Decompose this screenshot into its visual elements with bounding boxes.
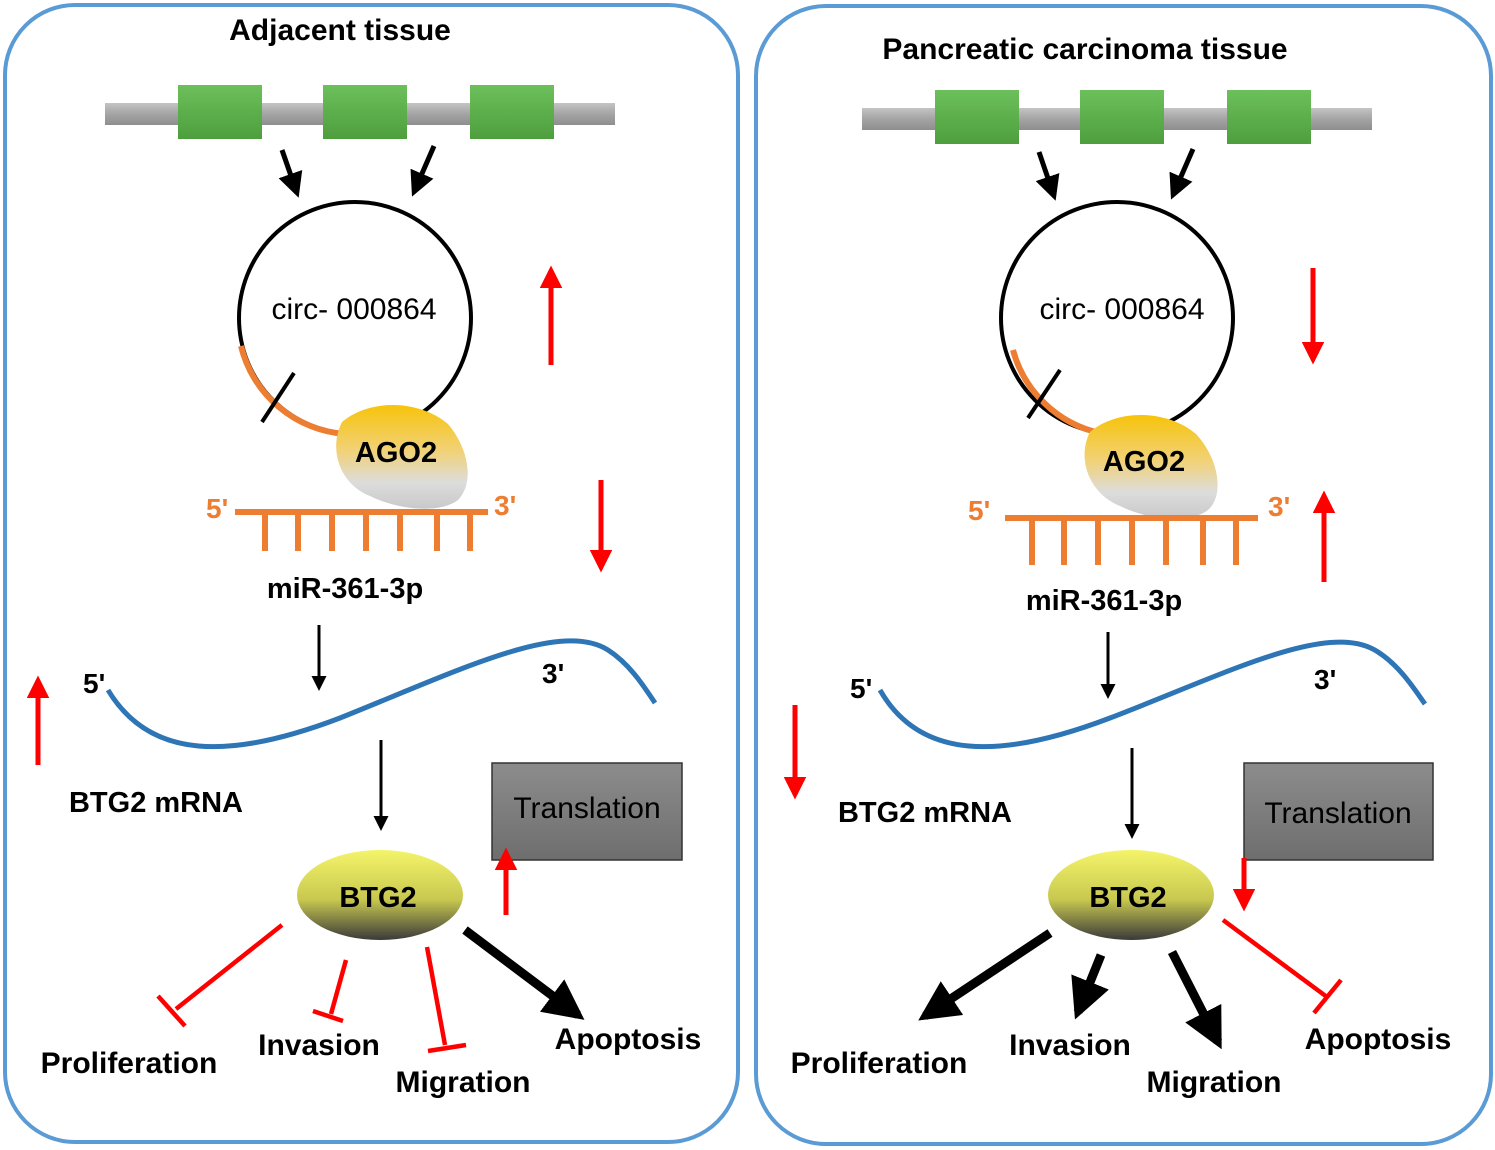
outcome-migration: Migration — [396, 1066, 531, 1099]
panel-pancreatic-carcinoma-tissue: Pancreatic carcinoma tissue circ- 000864… — [754, 4, 1493, 1146]
mirna-binding-region — [1010, 349, 1101, 436]
mrna-5prime: 5' — [83, 668, 105, 699]
outcome-migration: Migration — [1147, 1066, 1282, 1099]
promote-migration — [1167, 949, 1223, 1050]
outcome-invasion: Invasion — [1009, 1029, 1131, 1062]
exon-3 — [470, 85, 554, 139]
binding-mark — [1026, 368, 1062, 420]
mirna-strand — [1005, 515, 1258, 565]
promote-invasion — [1071, 953, 1109, 1020]
exon-3 — [1227, 90, 1311, 144]
mrna-3prime: 3' — [1314, 664, 1336, 695]
circrna-label: circ- 000864 — [1039, 293, 1204, 326]
btg2-protein — [1048, 850, 1214, 940]
mirna-label: miR-361-3p — [1026, 585, 1182, 617]
btg2-protein — [297, 850, 463, 940]
splice-arrow-right — [410, 145, 437, 197]
mirna-3prime: 3' — [494, 490, 516, 521]
translation-label: Translation — [513, 792, 660, 825]
mirna-binding-region — [238, 345, 346, 437]
mirna-strand — [235, 509, 488, 551]
btg2-label: BTG2 — [1089, 882, 1166, 914]
promote-apoptosis — [462, 926, 585, 1020]
panel-title: Pancreatic carcinoma tissue — [882, 33, 1287, 66]
ago2-label: AGO2 — [355, 437, 437, 469]
gene-structure — [105, 85, 615, 139]
ago2-protein — [1084, 414, 1218, 519]
panel-title: Adjacent tissue — [229, 14, 451, 47]
outcome-proliferation: Proliferation — [41, 1047, 218, 1080]
mirna-3prime: 3' — [1268, 491, 1290, 522]
promote-proliferation — [918, 929, 1053, 1021]
splice-arrow-left — [1035, 151, 1060, 201]
mrna-5prime: 5' — [850, 673, 872, 704]
translation-box — [491, 762, 683, 861]
outcome-apoptosis: Apoptosis — [1305, 1023, 1452, 1056]
binding-mark — [260, 371, 296, 424]
outcome-invasion: Invasion — [258, 1029, 380, 1062]
exon-1 — [935, 90, 1019, 144]
ago2-label: AGO2 — [1103, 446, 1185, 478]
exon-1 — [178, 85, 262, 139]
circrna-label: circ- 000864 — [271, 293, 436, 326]
splice-arrow-right — [1169, 148, 1196, 200]
exon-2 — [1080, 90, 1164, 144]
outcome-apoptosis: Apoptosis — [555, 1023, 702, 1056]
mirna-label: miR-361-3p — [267, 573, 423, 605]
exon-2 — [323, 85, 407, 139]
translation-label: Translation — [1264, 797, 1411, 830]
translation-box — [1243, 762, 1434, 861]
mrna-label: BTG2 mRNA — [69, 787, 243, 819]
panel-adjacent-tissue: Adjacent tissue circ- 000864 AGO2 — [3, 3, 740, 1144]
panel-border — [754, 4, 1493, 1146]
gene-structure — [862, 90, 1372, 144]
btg2-label: BTG2 — [339, 882, 416, 914]
outcome-proliferation: Proliferation — [791, 1047, 968, 1080]
mrna-strand — [877, 639, 1428, 750]
mrna-label: BTG2 mRNA — [838, 797, 1012, 829]
splice-arrow-left — [278, 149, 303, 198]
ago2-protein — [336, 404, 468, 509]
inhibit-migration — [424, 946, 467, 1054]
inhibit-proliferation — [156, 923, 284, 1028]
panel-border — [3, 3, 740, 1144]
inhibit-apoptosis — [1221, 918, 1343, 1015]
mirna-5prime: 5' — [206, 493, 228, 524]
mrna-strand — [105, 638, 658, 750]
mirna-5prime: 5' — [968, 495, 990, 526]
inhibit-invasion — [312, 959, 349, 1024]
mrna-3prime: 3' — [542, 658, 564, 689]
